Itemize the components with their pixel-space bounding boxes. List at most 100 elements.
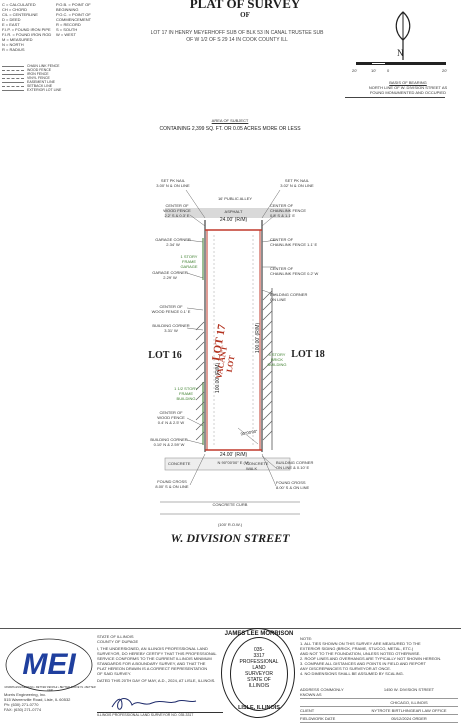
note-line: CHAINLINK FENCE	[270, 208, 307, 213]
note-line: ON LINE & 0.10' E	[276, 465, 310, 470]
legend-item: C = CALCULATED	[2, 2, 36, 7]
seal-line: 3317	[253, 653, 265, 659]
note-item: 3. COMPARE ALL DISTANCES AND POINTS IN F…	[300, 661, 426, 666]
basis-of-bearing: BASIS OF BEARING NORTH LINE OF W. DIVISI…	[362, 80, 454, 95]
seal-line: ILLINOIS	[248, 683, 270, 689]
project-info-value: 1450 W. DIVISION STREET	[383, 687, 435, 692]
brick-building-label: 4 STORY BRICK BUILDING	[262, 352, 292, 367]
legend-line-label: VINYL FENCE	[27, 75, 50, 80]
svg-text:N: N	[397, 48, 404, 58]
surveyor-seal: JAMES LEE MORRISON 035- 3317 PROFESSIONA…	[221, 628, 295, 718]
note-line: 3.31' W	[164, 328, 178, 333]
note-line: 0.10' N & 2.59' W	[153, 442, 185, 447]
note-set-pk-nail-right: SET PK NAIL 3.02' N & ON LINE	[266, 178, 328, 188]
frame-building-label: 1 1/2 STORY FRAME BUILDING	[170, 386, 202, 401]
scale-tick: 0	[387, 68, 390, 73]
note-line: BUILDING CORNER	[152, 323, 190, 328]
row-label: (100' R.O.W.)	[217, 522, 243, 527]
note-line: 1 1/2 STORY	[174, 386, 198, 391]
lot-16-label: LOT 16	[148, 350, 182, 361]
note-line: BRICK	[270, 357, 284, 362]
legend-line-type: WOOD FENCE	[2, 68, 102, 72]
legend-line-swatch	[2, 73, 24, 75]
legend-item: F.I.P. = FOUND IRON PIPE	[2, 27, 51, 32]
note-building-corner-bottom-left: BUILDING CORNER 0.10' N & 2.59' W	[136, 437, 202, 447]
project-info-row: FIELDWORK DATE 05/12/2024 ORDER	[300, 715, 458, 723]
cert-dated: DATED THIS 20TH DAY OF MAY, A.D., 2024, …	[97, 678, 216, 683]
footer-divider	[0, 628, 461, 629]
legend-line-swatch	[2, 81, 24, 83]
cert-line: OF SAID SURVEY.	[97, 671, 132, 676]
note-chainlink-middle: CENTER OF CHAINLINK FENCE 1.1' E	[270, 237, 345, 247]
legend-line-swatch	[2, 85, 24, 87]
cert-line: SURVEYOR, DO HEREBY CERTIFY THAT THIS PR…	[97, 651, 217, 656]
note-building-corner-right-top: BUILDING CORNER ON LINE	[270, 292, 340, 302]
note-set-pk-nail-left: SET PK NAIL 3.00' N & ON LINE	[143, 178, 203, 188]
company-phone: Ph: (630) 271-0770	[4, 702, 39, 707]
north-arrow-icon: N	[395, 11, 411, 60]
project-info-label: CLIENT	[300, 708, 315, 713]
legend-line-swatch	[2, 69, 24, 71]
cert-line: STANDARDS FOR A BOUNDARY SURVEY, AND THA…	[97, 661, 206, 666]
cert-line: I, THE UNDERSIGNED, AN ILLINOIS PROFESSI…	[97, 646, 208, 651]
scale-tick: 10'	[371, 68, 377, 73]
note-line: CENTER OF	[165, 203, 189, 208]
note-line: CHAINLINK FENCE 0.2' W	[270, 271, 319, 276]
logo-letters: MEI	[22, 648, 76, 681]
top-dimension: 24.00' (R/M)	[219, 217, 248, 223]
seal-name: JAMES LEE MORRISON	[224, 631, 294, 637]
logo-ring-text: MORRIS ENGINEERING • BETTER PEOPLE • BET…	[4, 686, 96, 692]
note-line: GARAGE CORNER	[152, 270, 188, 275]
mei-logo-icon: MEI	[5, 638, 93, 692]
project-info-value: NYTROTE BIRTLHINGEAR LAW OFFICE	[371, 708, 447, 713]
note-line: ON LINE	[270, 297, 287, 302]
note-garage-corner-top: GARAGE CORNER 2.34' W	[144, 237, 202, 247]
seal-line: 035-	[253, 647, 264, 653]
legend-item: C/L = CENTERLINE	[2, 12, 38, 17]
legend-line-label: WOOD FENCE	[27, 67, 52, 72]
legend-item: F.I.R. = FOUND IRON ROD	[2, 32, 52, 37]
seal-line: STATE OF	[247, 677, 271, 683]
area-label: AREA OF SUBJECT	[211, 118, 249, 123]
legend-line-type: VINYL FENCE	[2, 76, 102, 80]
legend-item: R = RADIUS	[2, 47, 25, 52]
company-address: 515 Warrenville Road, Lisle, IL 60532	[4, 697, 71, 702]
legend-line-type: CHAIN LINK FENCE	[2, 64, 102, 68]
note-line: CENTER OF	[159, 410, 183, 415]
note-line: SET PK NAIL	[160, 178, 186, 183]
project-info-value: 05/12/2024 ORDER	[391, 716, 427, 721]
concrete-walk-label: CONCRETE WALK	[246, 461, 269, 471]
legal-description-line-2: OF W 1/2 OF S 29 14 IN COOK COUNTY ILL	[186, 37, 288, 43]
note-garage-corner-bottom: GARAGE CORNER 2.29' W	[138, 270, 202, 280]
legend-item: D = DEED	[2, 17, 21, 22]
note-line: BUILDING CORNER	[270, 292, 308, 297]
surveyor-certification: STATE OF ILLINOIS COUNTY OF DUPAGE I, TH…	[97, 634, 223, 683]
note-wood-fence-bottom: CENTER OF WOOD FENCE 0.4' N & 2.5' W	[140, 410, 202, 425]
surveyor-signature-icon	[111, 698, 197, 710]
company-fax: FAX: (630) 271-0774	[4, 707, 42, 712]
note-item: EXTERIOR SIDING (BRICK, FRAME, STUCCO, M…	[300, 646, 414, 651]
note-line: CENTER OF	[270, 203, 294, 208]
project-info-label: FIELDWORK DATE	[300, 716, 336, 721]
asphalt-label: ASPHALT	[224, 209, 243, 214]
legend-line-label: SETBACK LINE	[27, 83, 53, 88]
note-line: 2.34' W	[166, 242, 180, 247]
lot-18-label: LOT 18	[291, 349, 325, 360]
seal-body: 035- 3317 PROFESSIONAL LAND SURVEYOR STA…	[222, 647, 296, 689]
project-info-row: CLIENT NYTROTE BIRTLHINGEAR LAW OFFICE	[300, 707, 458, 715]
note-building-corner-bottom-right: BUILDING CORNER ON LINE & 0.10' E	[276, 460, 346, 470]
project-info-label	[300, 700, 360, 705]
legend-item: M = MEASURED	[2, 37, 33, 42]
note-line: CHAINLINK FENCE 1.1' E	[270, 242, 318, 247]
note-found-cross-right: FOUND CROSS 8.00' S & ON LINE	[276, 480, 342, 490]
legend-item: P.O.C. = POINT OF COMMENCEMENT	[56, 12, 92, 22]
cert-line: PLAT HEREON DRAWN IS A CORRECT REPRESENT…	[97, 666, 208, 671]
note-line: FOUND CROSS	[157, 479, 187, 484]
legend-item: E = EAST	[2, 22, 20, 27]
note-item: ANY DISCREPANCIES TO SURVEYOR AT ONCE.	[300, 666, 392, 671]
seal-line: SURVEYOR	[245, 671, 273, 677]
